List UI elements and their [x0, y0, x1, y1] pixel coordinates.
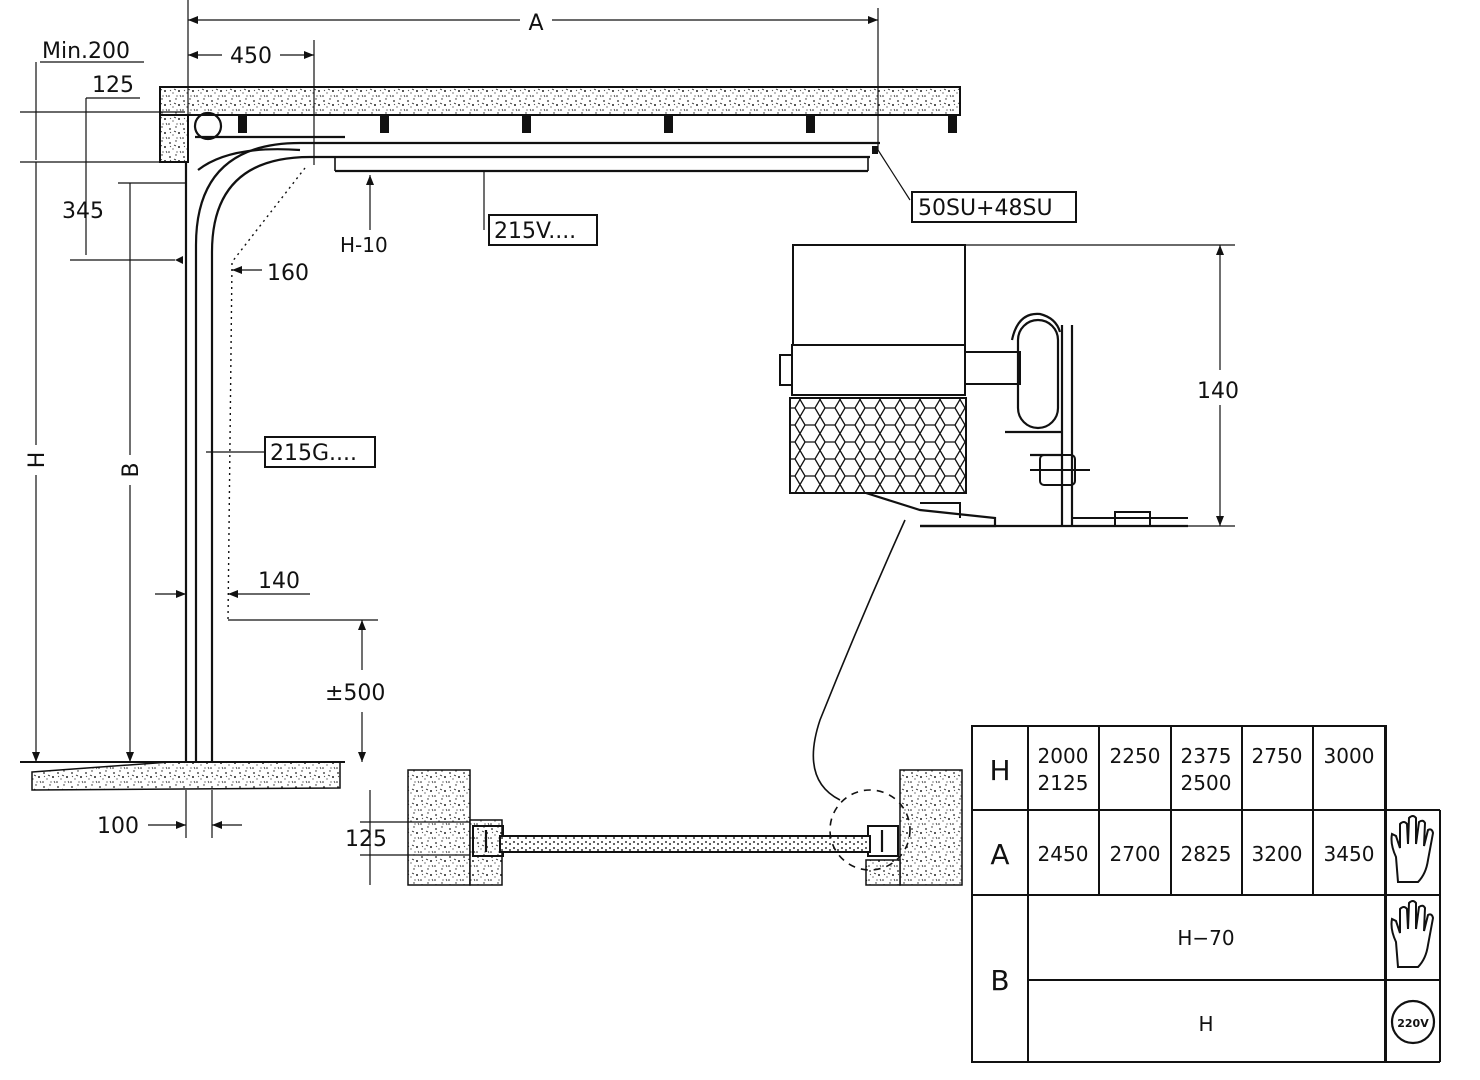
hand-icon — [1390, 900, 1435, 968]
dim-450: 450 — [230, 44, 272, 69]
table-cell-A-5: 3450 — [1324, 842, 1375, 866]
dim-345: 345 — [62, 199, 104, 224]
dim-140: 140 — [258, 569, 300, 594]
table-cell-A-3: 2825 — [1181, 842, 1232, 866]
door-tracks — [184, 141, 880, 762]
table-row-label-A: A — [990, 838, 1009, 871]
dim-100: 100 — [97, 814, 139, 839]
label-spring: 50SU+48SU — [918, 196, 1053, 221]
table-cell-H-4: 2750 — [1252, 744, 1303, 768]
dimension-lines — [20, 0, 911, 838]
table-cell-H-1-b: 2125 — [1038, 771, 1089, 795]
floor-section: 125 — [345, 769, 963, 886]
detail-view: 140 — [779, 244, 1239, 801]
part-labels: 50SU+48SU 215V.... 215G.... — [264, 191, 1077, 468]
dimension-labels: A Min.200 450 125 345 H-10 160 H B 140 ±… — [25, 11, 544, 839]
dim-pm500: ±500 — [325, 681, 385, 706]
dimension-table: H A B 2000 2125 2250 2375 2500 2750 3000… — [971, 725, 1441, 1063]
dim-A: A — [528, 11, 543, 36]
table-cell-H-5: 3000 — [1324, 744, 1375, 768]
voltage-220v-icon: 220V — [1390, 999, 1436, 1045]
track-hangers — [238, 115, 957, 133]
dim-H: H — [25, 452, 50, 469]
dim-B: B — [119, 462, 144, 477]
label-vertical-track: 215G.... — [270, 441, 357, 466]
dim-detail-140: 140 — [1197, 379, 1239, 404]
voltage-badge-label: 220V — [1397, 1017, 1429, 1030]
table-row-label-B: B — [990, 964, 1009, 997]
dim-floor-125: 125 — [345, 827, 387, 852]
spring-shaft — [193, 111, 345, 141]
table-cell-H-3-b: 2500 — [1181, 771, 1232, 795]
dim-h-minus-10: H-10 — [340, 233, 388, 257]
table-cell-B-manual: H−70 — [1177, 926, 1234, 950]
dim-125: 125 — [92, 73, 134, 98]
table-cell-H-2: 2250 — [1110, 744, 1161, 768]
table-cell-H-3-a: 2375 — [1181, 744, 1232, 768]
table-cell-A-2: 2700 — [1110, 842, 1161, 866]
dim-min200: Min.200 — [42, 39, 130, 64]
table-cell-A-1: 2450 — [1038, 842, 1089, 866]
table-cell-A-4: 3200 — [1252, 842, 1303, 866]
dim-160: 160 — [267, 261, 309, 286]
hand-icon — [1390, 815, 1435, 883]
table-cell-B-motor: H — [1198, 1012, 1213, 1036]
label-horizontal-track: 215V.... — [494, 219, 576, 244]
table-row-label-H: H — [989, 754, 1010, 787]
table-cell-H-1-a: 2000 — [1038, 744, 1089, 768]
floor-left — [20, 761, 345, 791]
ceiling-slab — [159, 86, 961, 163]
